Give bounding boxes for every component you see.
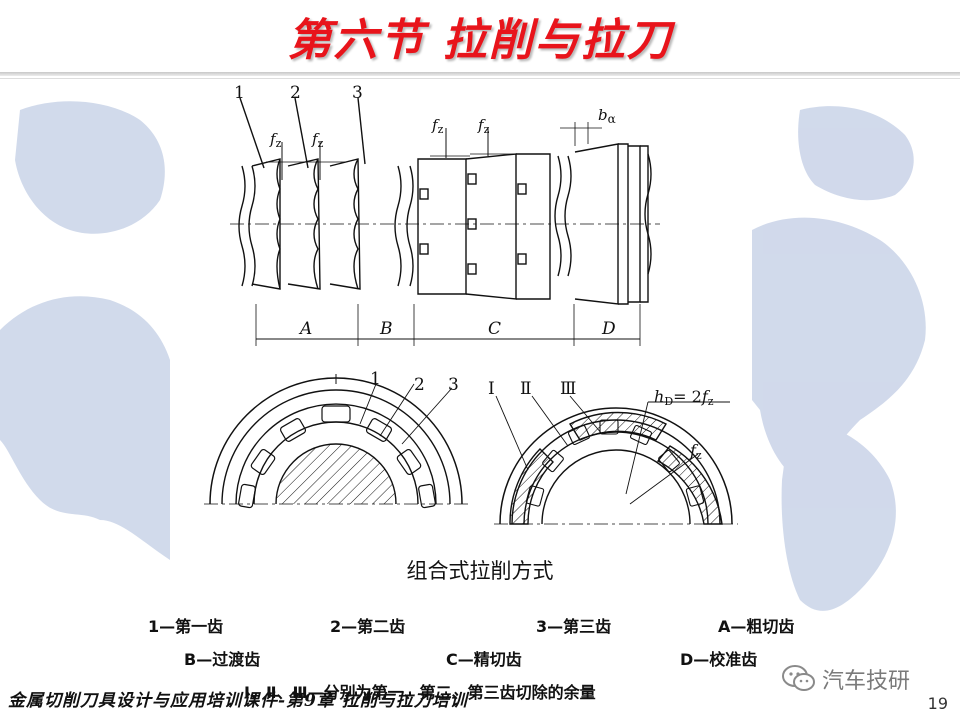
legend-item-b: B—过渡齿 (184, 650, 261, 669)
right-cross-section (494, 395, 738, 525)
wechat-icon (782, 664, 816, 694)
leader-1 (239, 97, 265, 169)
broaching-diagram: 1 2 3 fz fz fz fz bα A B C D (170, 84, 752, 554)
map-landmass-east (752, 217, 926, 480)
depth-formula: hD= 2fz (654, 387, 714, 408)
section-c-teeth (417, 153, 551, 300)
map-landmass-west (0, 296, 170, 560)
roman-numeral-1: Ⅰ (488, 379, 495, 399)
legend-item-3: 3—第三齿 (536, 617, 612, 636)
map-landmass-east-south (781, 420, 896, 611)
fz-label-bottom: fz (689, 441, 702, 462)
map-landmass-east-north (798, 106, 914, 201)
section-number-3: 3 (448, 375, 459, 395)
section-number-1: 1 (370, 369, 381, 389)
feed-label-a1: fz (269, 130, 282, 150)
width-label: bα (598, 106, 616, 126)
figure-caption: 组合式拉削方式 (406, 559, 554, 583)
section-a-teeth (251, 158, 361, 290)
top-end-break (644, 153, 652, 275)
legend-item-d: D—校准齿 (680, 650, 758, 669)
legend-item-2: 2—第二齿 (330, 617, 406, 636)
top-right-break (554, 155, 572, 277)
section-label-a: A (298, 319, 312, 339)
roman-numeral-3: Ⅲ (560, 379, 576, 399)
broaching-diagram-svg: 1 2 3 fz fz fz fz bα A B C D (204, 84, 738, 525)
legend-item-roman: Ⅰ、Ⅱ、Ⅲ—分别为第一、第二、第三齿切除的余量 (244, 683, 596, 702)
leader-2 (294, 97, 309, 169)
section-label-c: C (488, 319, 501, 339)
slide-title: 第六节 拉削与拉刀 (287, 15, 673, 66)
left-cross-section (204, 374, 468, 509)
section-label-b: B (379, 319, 393, 339)
legend-item-1: 1—第一齿 (148, 617, 224, 636)
legend-item-a: A—粗切齿 (718, 617, 795, 636)
watermark: 汽车技研 (782, 662, 910, 696)
title-divider-thin (0, 78, 960, 79)
top-mid-break (394, 165, 414, 287)
section-label-d: D (601, 319, 616, 339)
feed-label-c1: fz (431, 116, 444, 136)
top-number-1: 1 (234, 84, 245, 103)
leader-3 (357, 97, 366, 165)
legend-item-c: C—精切齿 (446, 650, 522, 669)
feed-label-c2: fz (477, 116, 490, 136)
section-number-2: 2 (414, 375, 425, 395)
roman-numeral-2: Ⅱ (520, 379, 532, 399)
section-d-teeth (574, 143, 649, 305)
map-landmass-west-north (15, 101, 165, 234)
feed-label-a2: fz (311, 130, 324, 150)
top-left-break (238, 165, 256, 287)
watermark-text: 汽车技研 (822, 669, 911, 694)
footer-course-title: 金属切削刀具设计与应用培训课件-第9章 拉削与拉刀培训 (8, 691, 468, 711)
top-number-2: 2 (290, 84, 301, 103)
title-divider (0, 72, 960, 76)
page-number: 19 (927, 694, 948, 713)
top-number-3: 3 (352, 84, 363, 103)
